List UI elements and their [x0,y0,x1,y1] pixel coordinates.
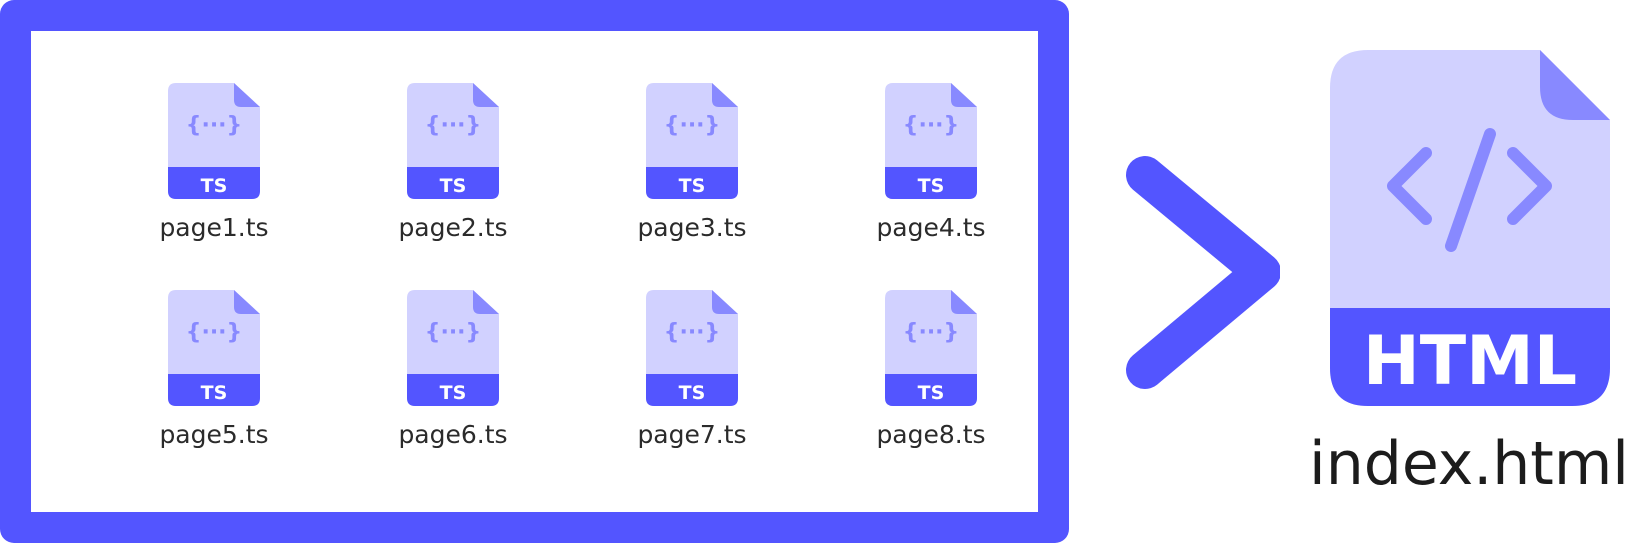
file-type-badge: TS [679,175,706,197]
typescript-file-icon: {···} TS [885,83,977,199]
file-name: page6.ts [398,420,508,449]
file-type-badge: TS [201,382,228,404]
html-file-icon: HTML [1330,50,1610,406]
typescript-file-icon: {···} TS [168,83,260,199]
file-type-badge: TS [440,382,467,404]
file-item-page5: {···} TS page5.ts [94,290,334,480]
file-item-page2: {···} TS page2.ts [333,83,573,273]
svg-text:{···}: {···} [664,113,720,138]
svg-text:{···}: {···} [425,113,481,138]
typescript-file-icon: {···} TS [885,290,977,406]
file-name: page8.ts [876,420,986,449]
file-item-page6: {···} TS page6.ts [333,290,573,480]
file-item-page3: {···} TS page3.ts [572,83,812,273]
file-type-badge: HTML [1363,322,1577,401]
file-item-page1: {···} TS page1.ts [94,83,334,273]
file-type-badge: TS [918,382,945,404]
file-type-badge: TS [679,382,706,404]
svg-text:{···}: {···} [425,320,481,345]
typescript-file-icon: {···} TS [407,83,499,199]
typescript-file-icon: {···} TS [407,290,499,406]
chevron-right-icon [1126,156,1280,389]
svg-text:{···}: {···} [664,320,720,345]
source-files-frame: {···} TS page1.ts {···} TS page2.ts {···… [0,0,1069,543]
file-type-badge: TS [440,175,467,197]
file-item-page8: {···} TS page8.ts [811,290,1051,480]
file-name: page7.ts [637,420,747,449]
file-type-badge: TS [918,175,945,197]
output-file-name: index.html [1309,429,1629,499]
svg-text:{···}: {···} [186,113,242,138]
file-name: page2.ts [398,213,508,242]
file-item-page7: {···} TS page7.ts [572,290,812,480]
typescript-file-icon: {···} TS [646,290,738,406]
svg-text:{···}: {···} [903,113,959,138]
file-item-page4: {···} TS page4.ts [811,83,1051,273]
file-name: page5.ts [159,420,269,449]
file-name: page1.ts [159,213,269,242]
source-files-area: {···} TS page1.ts {···} TS page2.ts {···… [31,31,1038,512]
file-name: page4.ts [876,213,986,242]
typescript-file-icon: {···} TS [168,290,260,406]
svg-text:{···}: {···} [903,320,959,345]
file-type-badge: TS [201,175,228,197]
typescript-file-icon: {···} TS [646,83,738,199]
svg-text:{···}: {···} [186,320,242,345]
file-name: page3.ts [637,213,747,242]
